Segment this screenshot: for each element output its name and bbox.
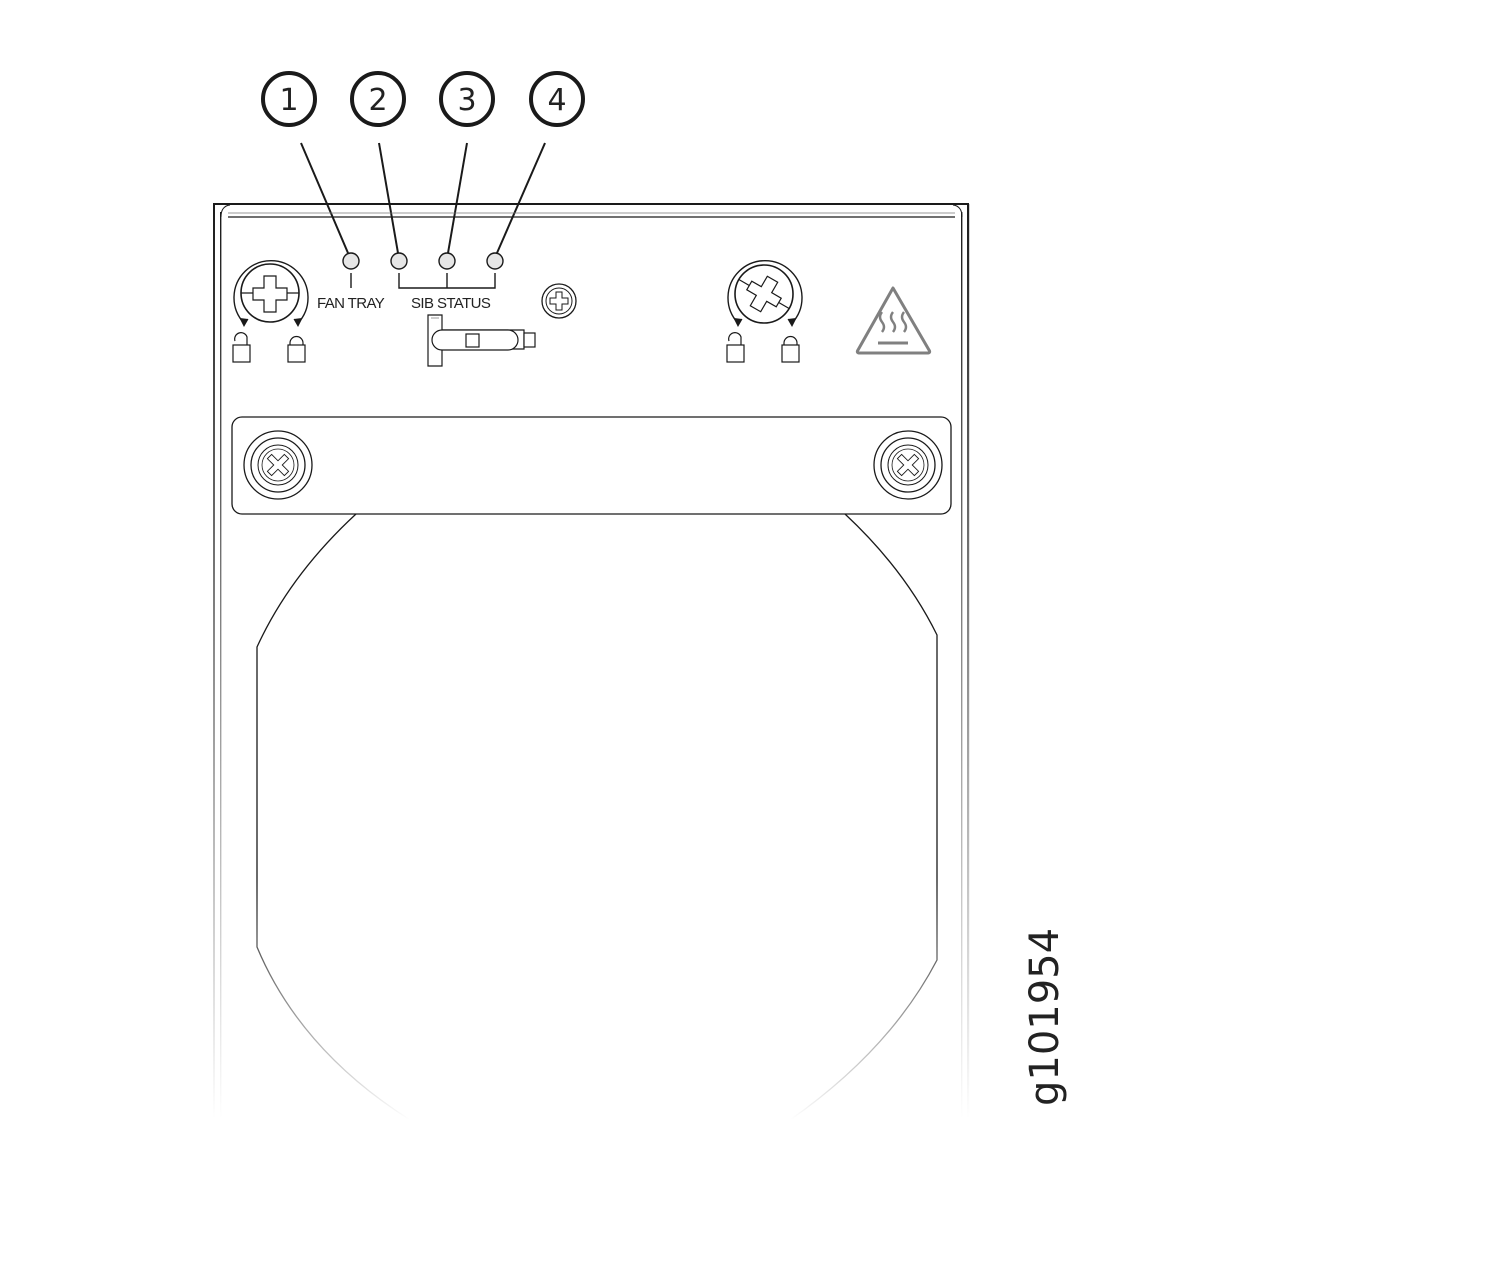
captive-screw-icon bbox=[233, 260, 309, 328]
fan-tray-label: FAN TRAY bbox=[317, 295, 385, 312]
ejector-latch bbox=[427, 314, 536, 367]
fan-tray-led bbox=[342, 252, 360, 288]
handle-bar bbox=[231, 416, 952, 515]
lock-icon bbox=[781, 335, 800, 363]
svg-text:1: 1 bbox=[279, 83, 298, 118]
fan-opening bbox=[256, 513, 938, 1121]
captive-screw-icon bbox=[727, 260, 803, 328]
svg-text:3: 3 bbox=[457, 83, 476, 118]
callout-2: 2 bbox=[350, 71, 406, 254]
callout-1: 1 bbox=[261, 71, 349, 254]
sib-status-bracket bbox=[398, 273, 496, 289]
svg-text:4: 4 bbox=[547, 83, 566, 118]
callout-4: 4 bbox=[496, 71, 585, 254]
svg-text:2: 2 bbox=[368, 83, 387, 118]
fan-tray-frame bbox=[213, 203, 970, 1119]
unlock-icon bbox=[232, 332, 251, 363]
sib-status-led-3 bbox=[486, 252, 504, 270]
hot-surface-warning-icon bbox=[855, 286, 932, 355]
screw-icon bbox=[243, 430, 313, 500]
sib-status-led-2 bbox=[438, 252, 456, 270]
lock-icon bbox=[287, 335, 306, 363]
sib-status-label: SIB STATUS bbox=[411, 295, 491, 312]
screw-icon bbox=[873, 430, 943, 500]
esd-screw-icon bbox=[541, 283, 577, 319]
sib-status-led-1 bbox=[390, 252, 408, 270]
unlock-icon bbox=[726, 332, 745, 363]
figure-id-label: g101954 bbox=[1022, 927, 1068, 1106]
callout-3: 3 bbox=[439, 71, 495, 254]
